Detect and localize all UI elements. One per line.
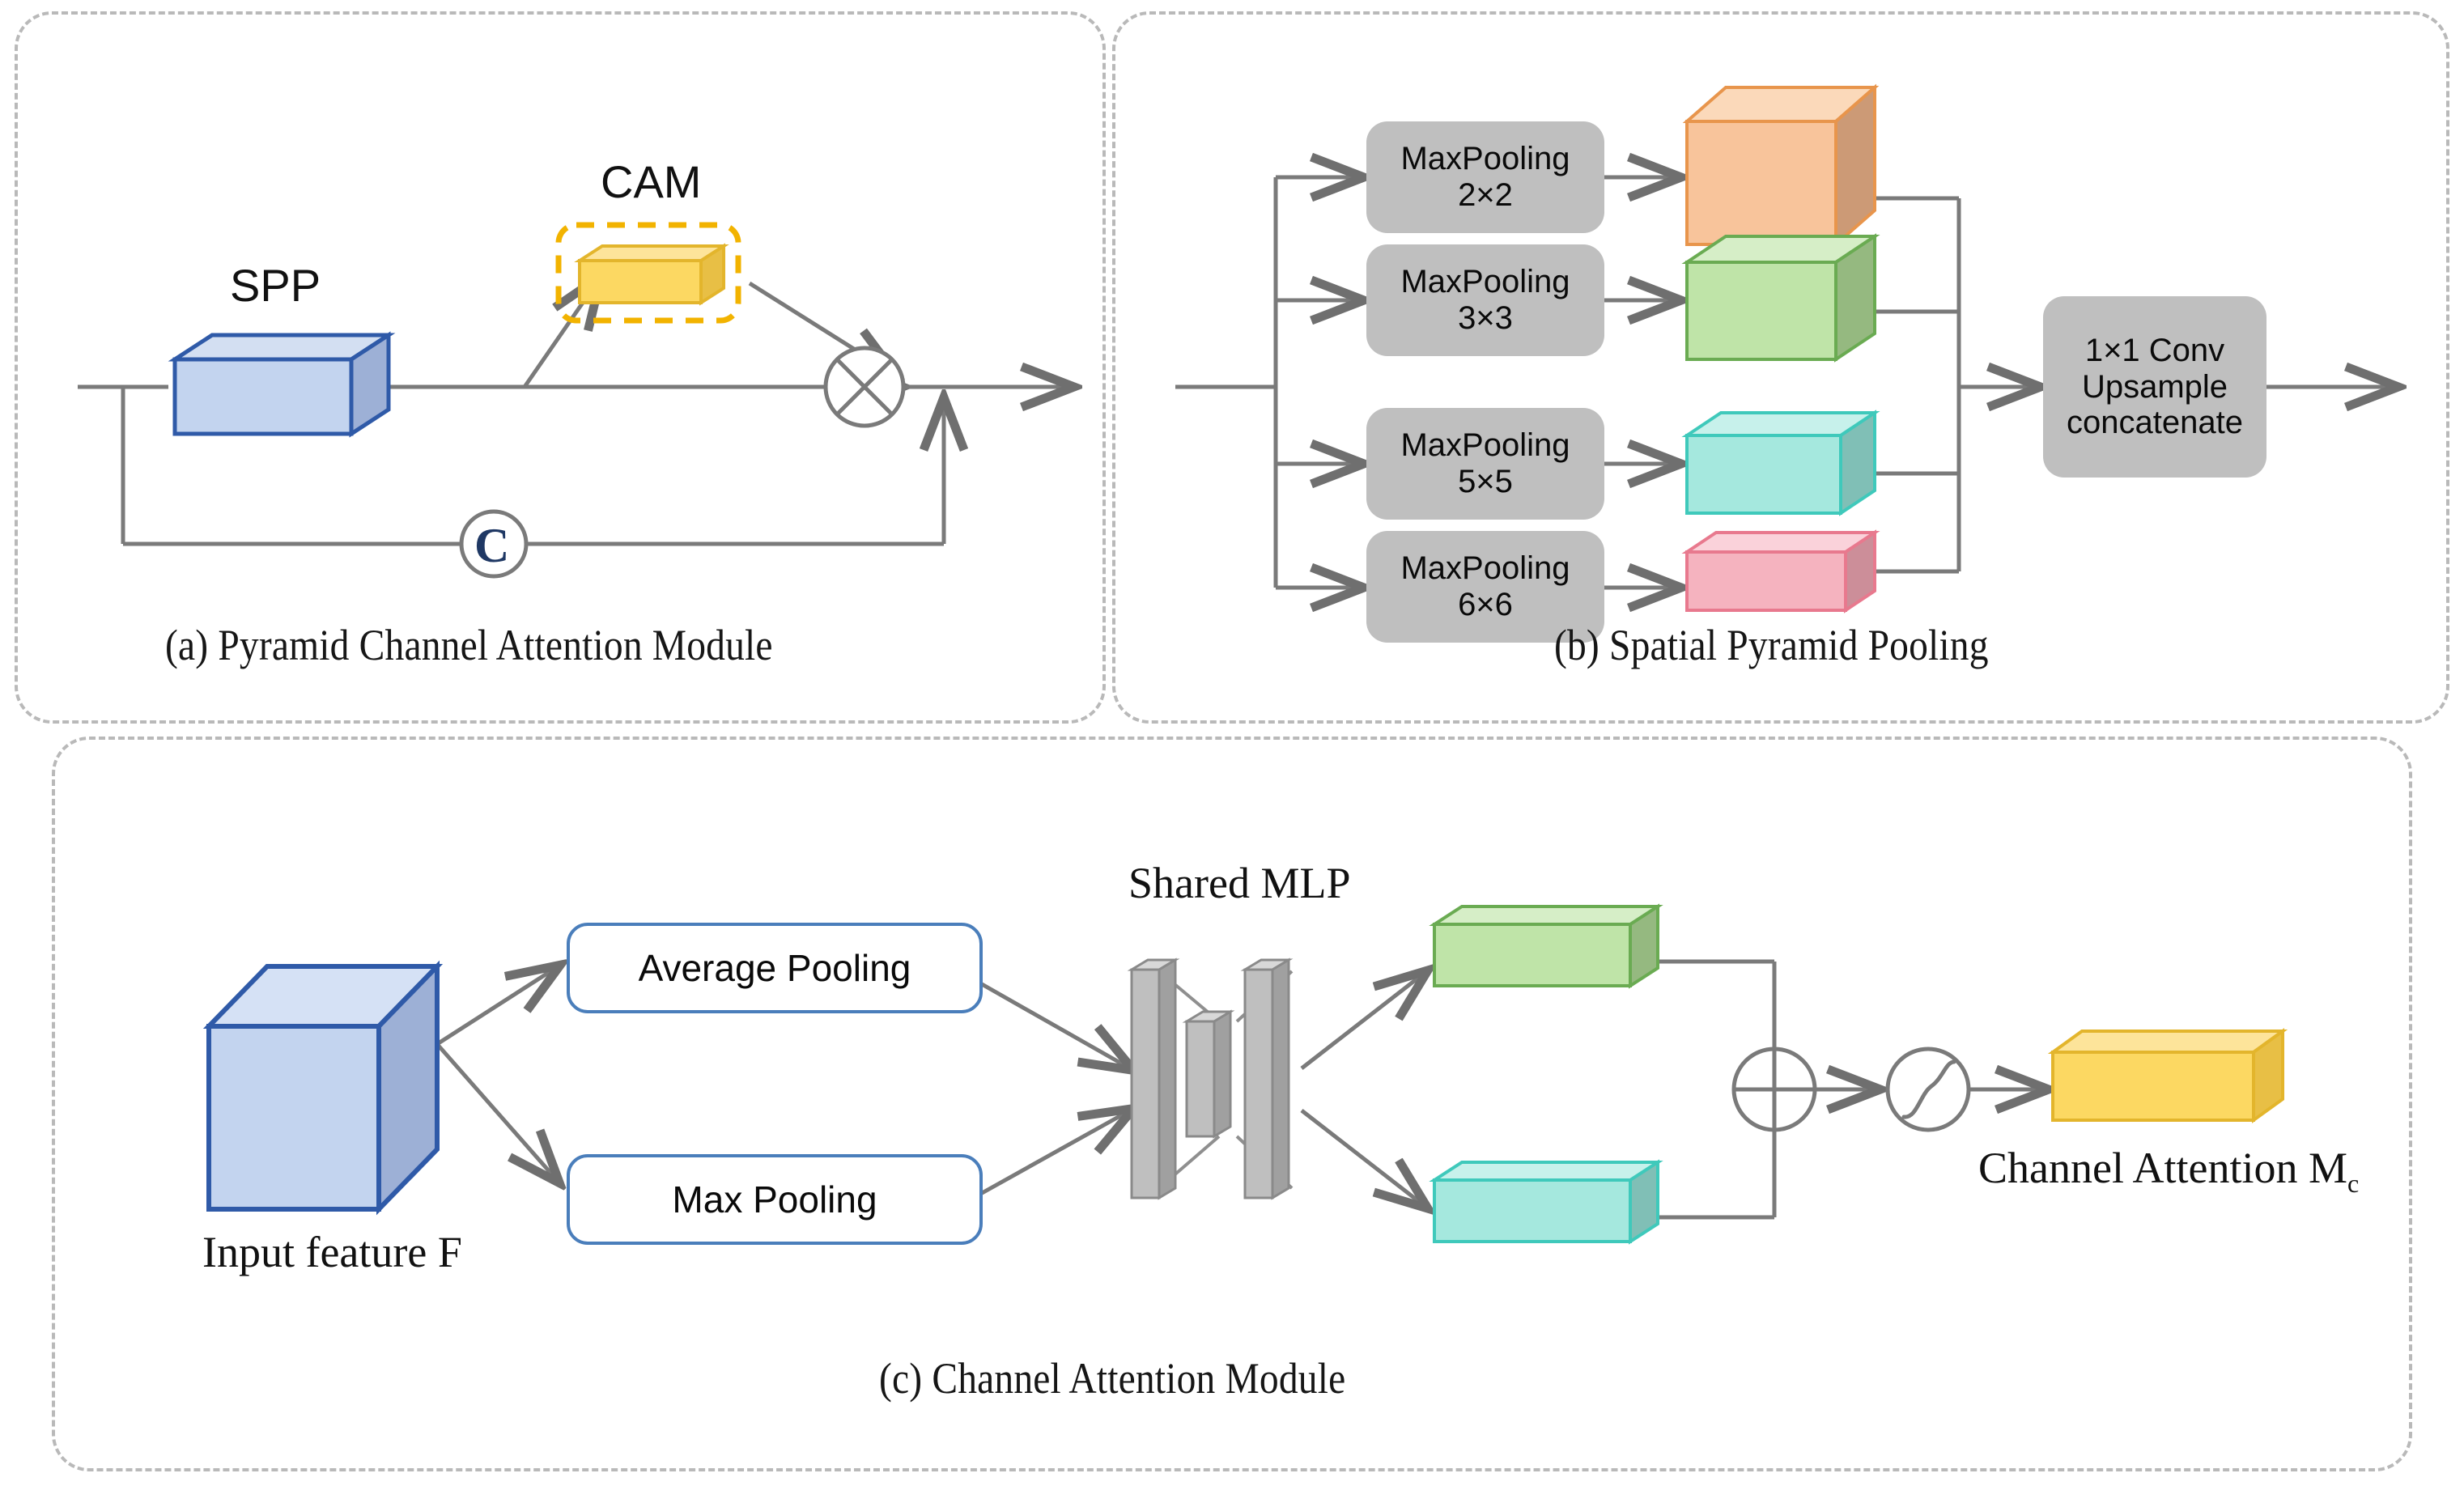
maxpool-box-3-line2: 5×5 bbox=[1458, 464, 1513, 499]
panel-a-caption: (a) Pyramid Channel Attention Module bbox=[165, 621, 773, 669]
panel-c-frame bbox=[52, 737, 2412, 1471]
panel-b-frame bbox=[1112, 11, 2449, 724]
merge-box-line3: concatenate bbox=[2067, 405, 2243, 441]
channel-attention-label-main: Channel Attention M bbox=[1978, 1144, 2347, 1192]
conv-upsample-concat-box[interactable]: 1×1 Conv Upsample concatenate bbox=[2043, 296, 2266, 478]
maxpool-box-2-line2: 3×3 bbox=[1458, 300, 1513, 336]
maxpool-box-2[interactable]: MaxPooling 3×3 bbox=[1366, 244, 1604, 356]
panel-b-caption: (b) Spatial Pyramid Pooling bbox=[1554, 621, 1989, 669]
maxpool-box-1-line2: 2×2 bbox=[1458, 177, 1513, 213]
maxpool-box-4-line1: MaxPooling bbox=[1400, 550, 1570, 587]
panel-c-caption: (c) Channel Attention Module bbox=[879, 1354, 1346, 1403]
maxpool-box-3[interactable]: MaxPooling 5×5 bbox=[1366, 408, 1604, 520]
max-pooling-label: Max Pooling bbox=[672, 1178, 877, 1221]
merge-box-line1: 1×1 Conv bbox=[2084, 332, 2225, 368]
maxpool-box-1[interactable]: MaxPooling 2×2 bbox=[1366, 121, 1604, 233]
panel-a-frame bbox=[15, 11, 1106, 724]
spp-label: SPP bbox=[230, 260, 321, 311]
average-pooling-box[interactable]: Average Pooling bbox=[567, 923, 983, 1013]
maxpool-box-3-line1: MaxPooling bbox=[1400, 427, 1570, 464]
maxpool-box-1-line1: MaxPooling bbox=[1400, 141, 1570, 177]
channel-attention-label-sub: c bbox=[2347, 1168, 2360, 1198]
maxpool-box-4-line2: 6×6 bbox=[1458, 587, 1513, 622]
merge-box-line2: Upsample bbox=[2081, 368, 2228, 405]
maxpool-box-2-line1: MaxPooling bbox=[1400, 264, 1570, 300]
shared-mlp-label: Shared MLP bbox=[1128, 859, 1351, 907]
input-feature-label: Input feature F bbox=[202, 1228, 462, 1276]
cam-label: CAM bbox=[601, 156, 702, 207]
maxpool-box-4[interactable]: MaxPooling 6×6 bbox=[1366, 531, 1604, 643]
max-pooling-box[interactable]: Max Pooling bbox=[567, 1154, 983, 1245]
concat-operator-label: C bbox=[474, 519, 510, 572]
average-pooling-label: Average Pooling bbox=[638, 947, 911, 989]
channel-attention-label: Channel Attention Mc bbox=[1978, 1143, 2359, 1199]
